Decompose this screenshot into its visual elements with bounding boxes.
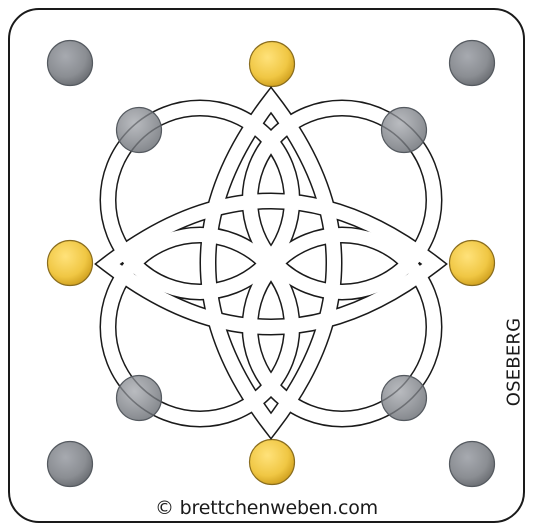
inner-hole-top-right	[382, 108, 427, 153]
inner-hole-bottom-right	[382, 376, 427, 421]
corner-hole-top-right	[450, 41, 495, 86]
corner-hole-bottom-right	[450, 442, 495, 487]
side-hole-right	[450, 241, 495, 286]
side-hole-top	[250, 42, 295, 87]
corner-hole-top-left	[48, 41, 93, 86]
inner-hole-bottom-left	[117, 376, 162, 421]
brand-label: OSEBERG	[504, 318, 525, 407]
corner-hole-bottom-left	[48, 442, 93, 487]
copyright-text: © brettchenweben.com	[0, 497, 533, 519]
side-hole-left	[48, 241, 93, 286]
inner-hole-top-left	[117, 108, 162, 153]
side-hole-bottom	[250, 440, 295, 485]
